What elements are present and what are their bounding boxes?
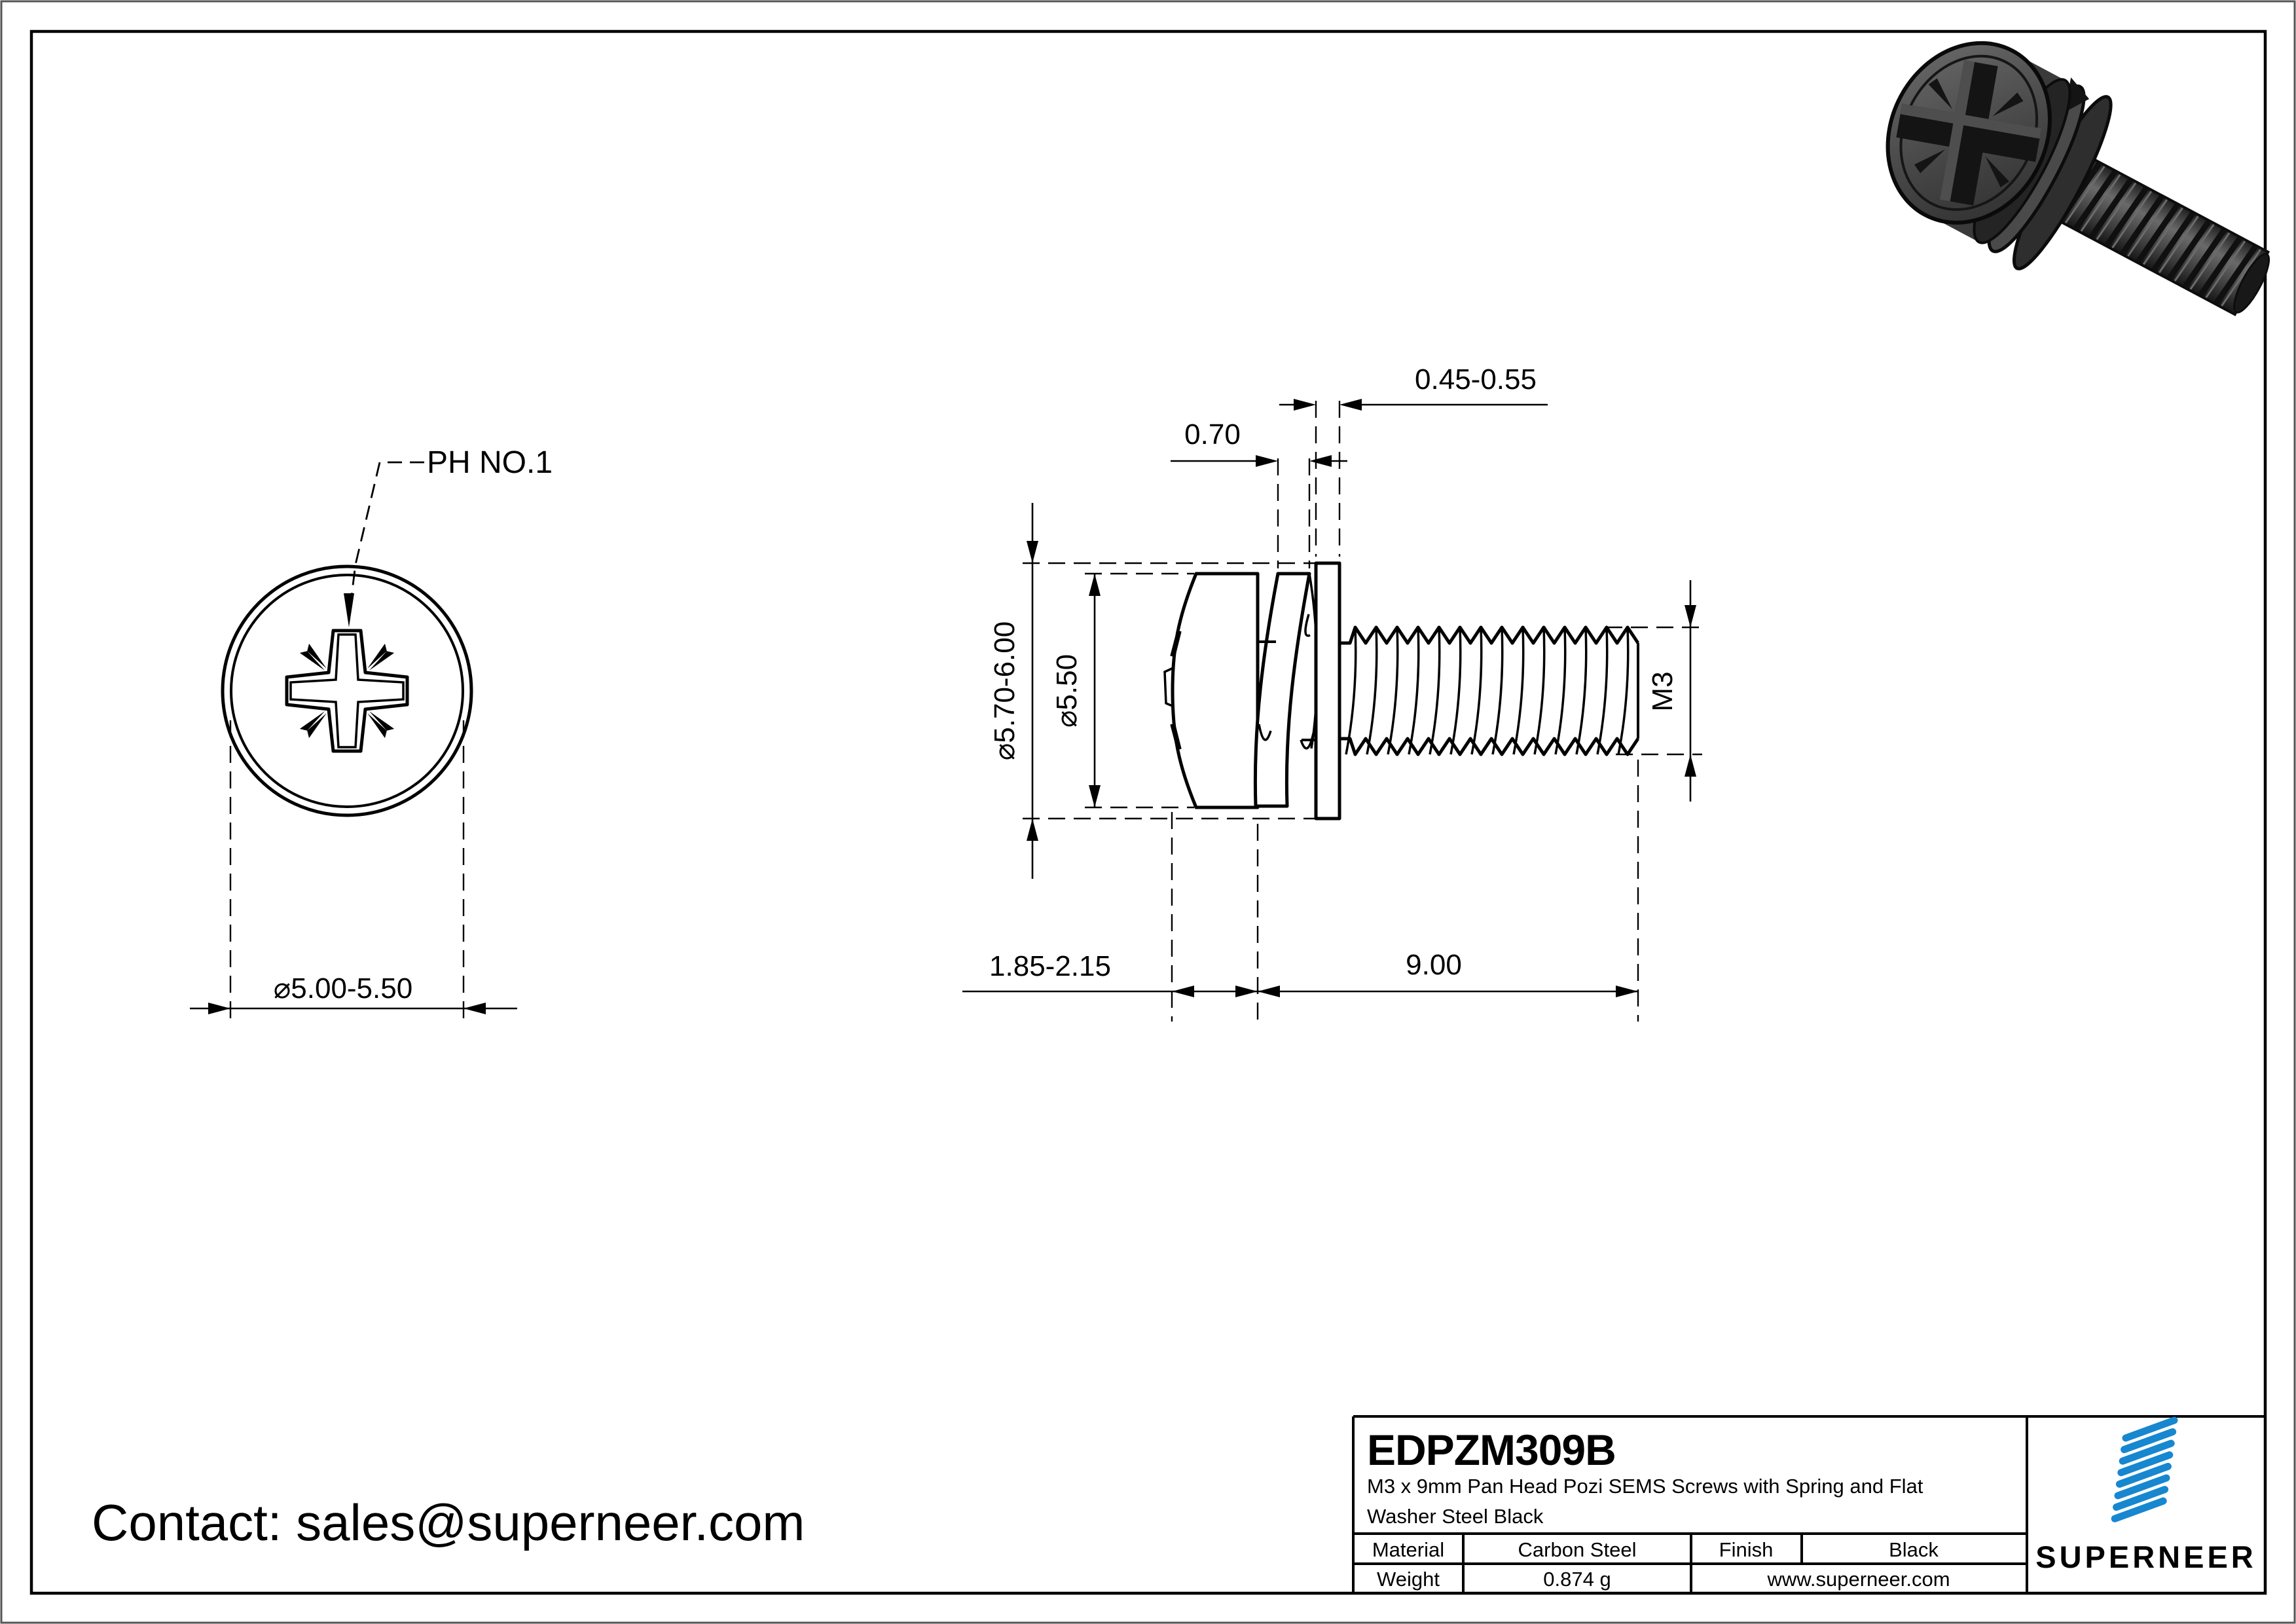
brand-logo-stripes-icon [2115, 1420, 2174, 1519]
screw-3d [1845, 5, 2296, 373]
website-link[interactable]: www.superneer.com [1766, 1568, 1950, 1591]
brand-name: SUPERNEER [2035, 1540, 2257, 1574]
brand-logo: SUPERNEER [2035, 1420, 2257, 1574]
spring-washer [1255, 574, 1317, 806]
head-height-text: 1.85-2.15 [989, 950, 1111, 982]
spring-thickness-text: 0.70 [1184, 418, 1241, 451]
description-line2: Washer Steel Black [1367, 1505, 1544, 1528]
title-block: EDPZM309B M3 x 9mm Pan Head Pozi SEMS Sc… [1353, 1416, 2265, 1593]
front-view: PH NO.1 ⌀5.00-5.50 [190, 445, 553, 1019]
material-label: Material [1372, 1538, 1444, 1561]
part-number: EDPZM309B [1367, 1426, 1616, 1474]
weight-value: 0.874 g [1543, 1568, 1611, 1591]
finish-value: Black [1889, 1538, 1939, 1561]
weight-label: Weight [1377, 1568, 1440, 1591]
thread [1339, 627, 1638, 754]
thread-flanks [1346, 627, 1628, 754]
pan-head-profile [1173, 574, 1258, 807]
recess-label: PH NO.1 [427, 445, 553, 480]
side-view: ⌀5.70-6.00 ⌀5.50 0.70 [962, 363, 1702, 1022]
washer-od-text: ⌀5.70-6.00 [989, 621, 1021, 760]
thread-size-text: M3 [1647, 671, 1679, 711]
contact-line: Contact: sales@superneer.com [92, 1494, 805, 1551]
spring-thickness-dimension: 0.70 [1171, 418, 1347, 568]
flat-washer [1316, 563, 1339, 819]
thread-length-text: 9.00 [1406, 949, 1462, 981]
screw-3d-shaft [2054, 156, 2276, 318]
material-value: Carbon Steel [1518, 1538, 1637, 1561]
head-diameter-text: ⌀5.00-5.50 [274, 972, 412, 1005]
thread-size-dimension: M3 [1605, 580, 1702, 802]
description-line1: M3 x 9mm Pan Head Pozi SEMS Screws with … [1367, 1475, 1923, 1498]
head-od-text: ⌀5.50 [1051, 654, 1083, 728]
flat-thickness-text: 0.45-0.55 [1415, 363, 1537, 396]
length-dimensions: 1.85-2.15 9.00 [962, 760, 1638, 1022]
finish-label: Finish [1719, 1538, 1774, 1561]
